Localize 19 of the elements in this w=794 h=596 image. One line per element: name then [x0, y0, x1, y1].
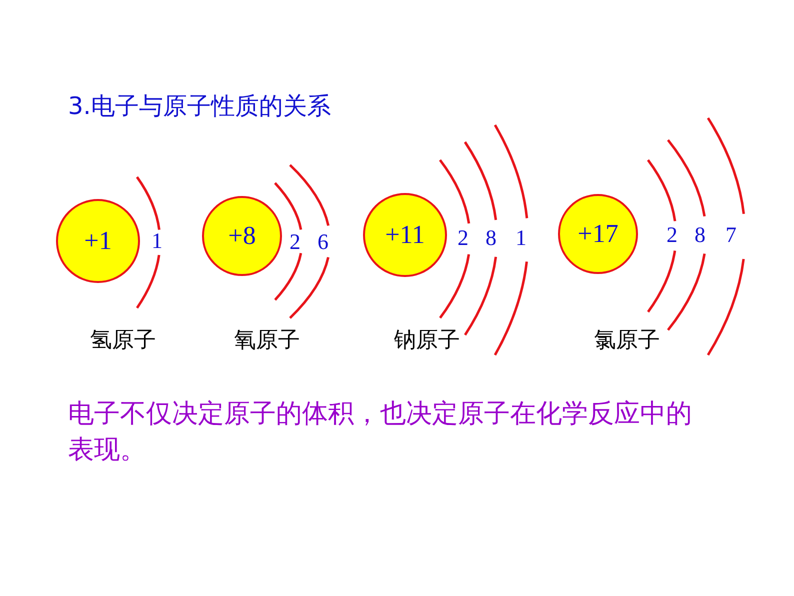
- atom-name: 钠原子: [394, 327, 460, 355]
- electron-count: 6: [318, 229, 328, 255]
- caption: 电子不仅决定原子的体积，也决定原子在化学反应中的表现。: [68, 398, 693, 467]
- electron-count: 2: [666, 222, 678, 248]
- atom-name: 氯原子: [594, 327, 660, 355]
- nucleus-circle: +8: [202, 196, 282, 276]
- electron-count: 1: [152, 228, 162, 254]
- nucleus-circle: +11: [363, 193, 447, 277]
- atom-name: 氢原子: [90, 327, 156, 355]
- nucleus-circle: +1: [56, 199, 140, 283]
- heading: 3.电子与原子性质的关系: [68, 91, 331, 122]
- atom-name: 氧原子: [234, 327, 300, 355]
- electron-count: 7: [726, 222, 736, 248]
- electron-count: 2: [458, 225, 468, 251]
- electron-count: 8: [486, 225, 496, 251]
- nucleus-circle: +17: [558, 194, 638, 274]
- electron-count: 2: [290, 229, 300, 255]
- electron-count: 1: [516, 225, 526, 251]
- electron-count: 8: [694, 222, 706, 248]
